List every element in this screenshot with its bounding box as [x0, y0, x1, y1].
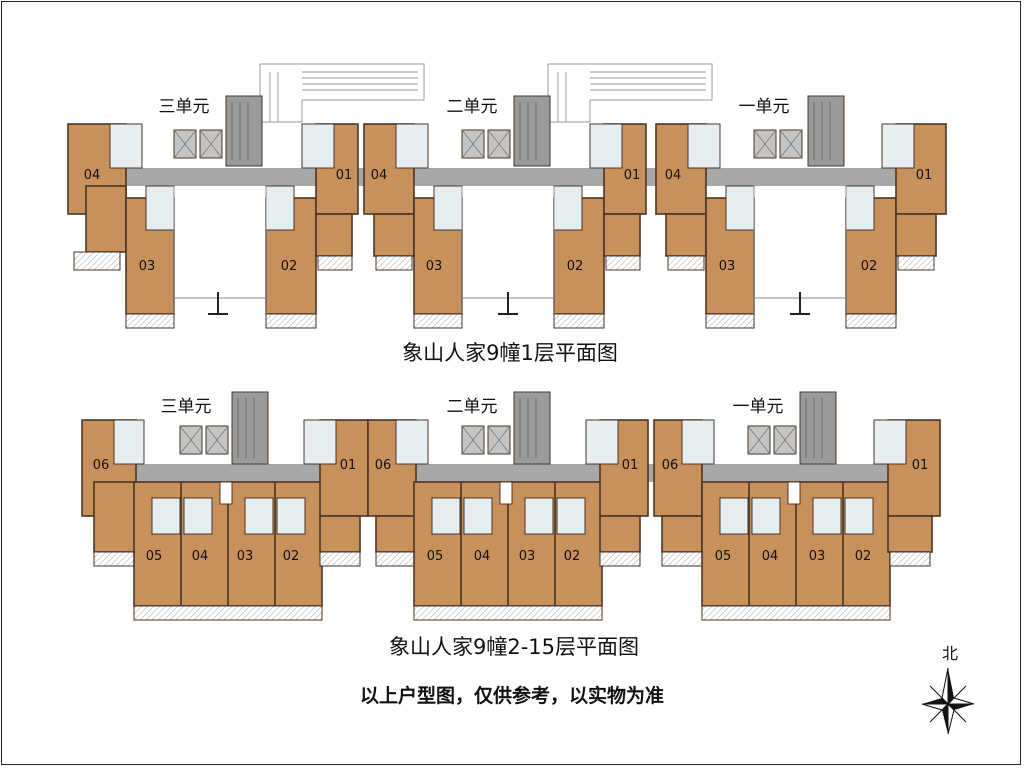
flat-label: 02 [567, 259, 584, 274]
flat-label: 02 [861, 259, 878, 274]
unit-1-ground [655, 95, 947, 329]
flat-label: 03 [237, 549, 254, 564]
unit-label: 一单元 [733, 397, 784, 417]
flat-label: 05 [715, 549, 732, 564]
plan-typical-floor: 三单元 二单元 一单元 06 05 04 03 02 01 06 05 04 0… [81, 391, 941, 659]
stair-core [807, 95, 845, 167]
unit-label: 三单元 [159, 97, 210, 117]
flat-label: 01 [340, 458, 357, 473]
flat-label: 04 [762, 549, 779, 564]
stair-core [513, 95, 551, 167]
stair-core [231, 391, 269, 465]
flat-label: 01 [336, 168, 353, 183]
corridor [132, 464, 902, 482]
flat-label: 01 [622, 458, 639, 473]
flat-label: 02 [564, 549, 581, 564]
flat-label: 06 [375, 458, 392, 473]
compass-north-label: 北 [942, 644, 958, 663]
flat-label: 02 [855, 549, 872, 564]
stair-core [225, 95, 263, 167]
flat-label: 05 [146, 549, 163, 564]
unit-3-typical [81, 391, 369, 621]
flat-label: 04 [474, 549, 491, 564]
flat-label: 04 [665, 168, 682, 183]
unit-2-ground [363, 95, 647, 329]
plan-caption: 象山人家9幢2-15层平面图 [389, 635, 639, 659]
unit-label: 三单元 [161, 397, 212, 417]
plan-caption: 象山人家9幢1层平面图 [402, 341, 618, 365]
flat-label: 04 [192, 549, 209, 564]
flat-label: 01 [624, 168, 641, 183]
disclaimer-note: 以上户型图，仅供参考，以实物为准 [360, 684, 664, 707]
flat-label: 03 [519, 549, 536, 564]
unit-1-typical [653, 391, 941, 621]
flat-label: 02 [283, 549, 300, 564]
unit-label: 二单元 [447, 397, 498, 417]
flat-label: 05 [427, 549, 444, 564]
unit-3-ground [67, 95, 359, 329]
flat-label: 06 [662, 458, 679, 473]
flat-label: 01 [912, 458, 929, 473]
flat-label: 01 [916, 168, 933, 183]
plan-ground-floor: 三单元 二单元 一单元 04 03 02 01 04 03 02 01 04 0… [67, 63, 947, 365]
flat-label: 03 [426, 259, 443, 274]
flat-label: 04 [371, 168, 388, 183]
flat-label: 02 [281, 259, 298, 274]
stair-core [513, 391, 551, 465]
north-arrow-icon: 北 [921, 644, 975, 735]
unit-label: 一单元 [739, 97, 790, 117]
stair-core [799, 391, 837, 465]
corridor [120, 168, 904, 186]
flat-label: 03 [809, 549, 826, 564]
flat-label: 04 [84, 168, 101, 183]
flat-label: 06 [93, 458, 110, 473]
unit-label: 二单元 [447, 97, 498, 117]
unit-2-typical [367, 391, 649, 621]
flat-label: 03 [719, 259, 736, 274]
flat-label: 03 [139, 259, 156, 274]
